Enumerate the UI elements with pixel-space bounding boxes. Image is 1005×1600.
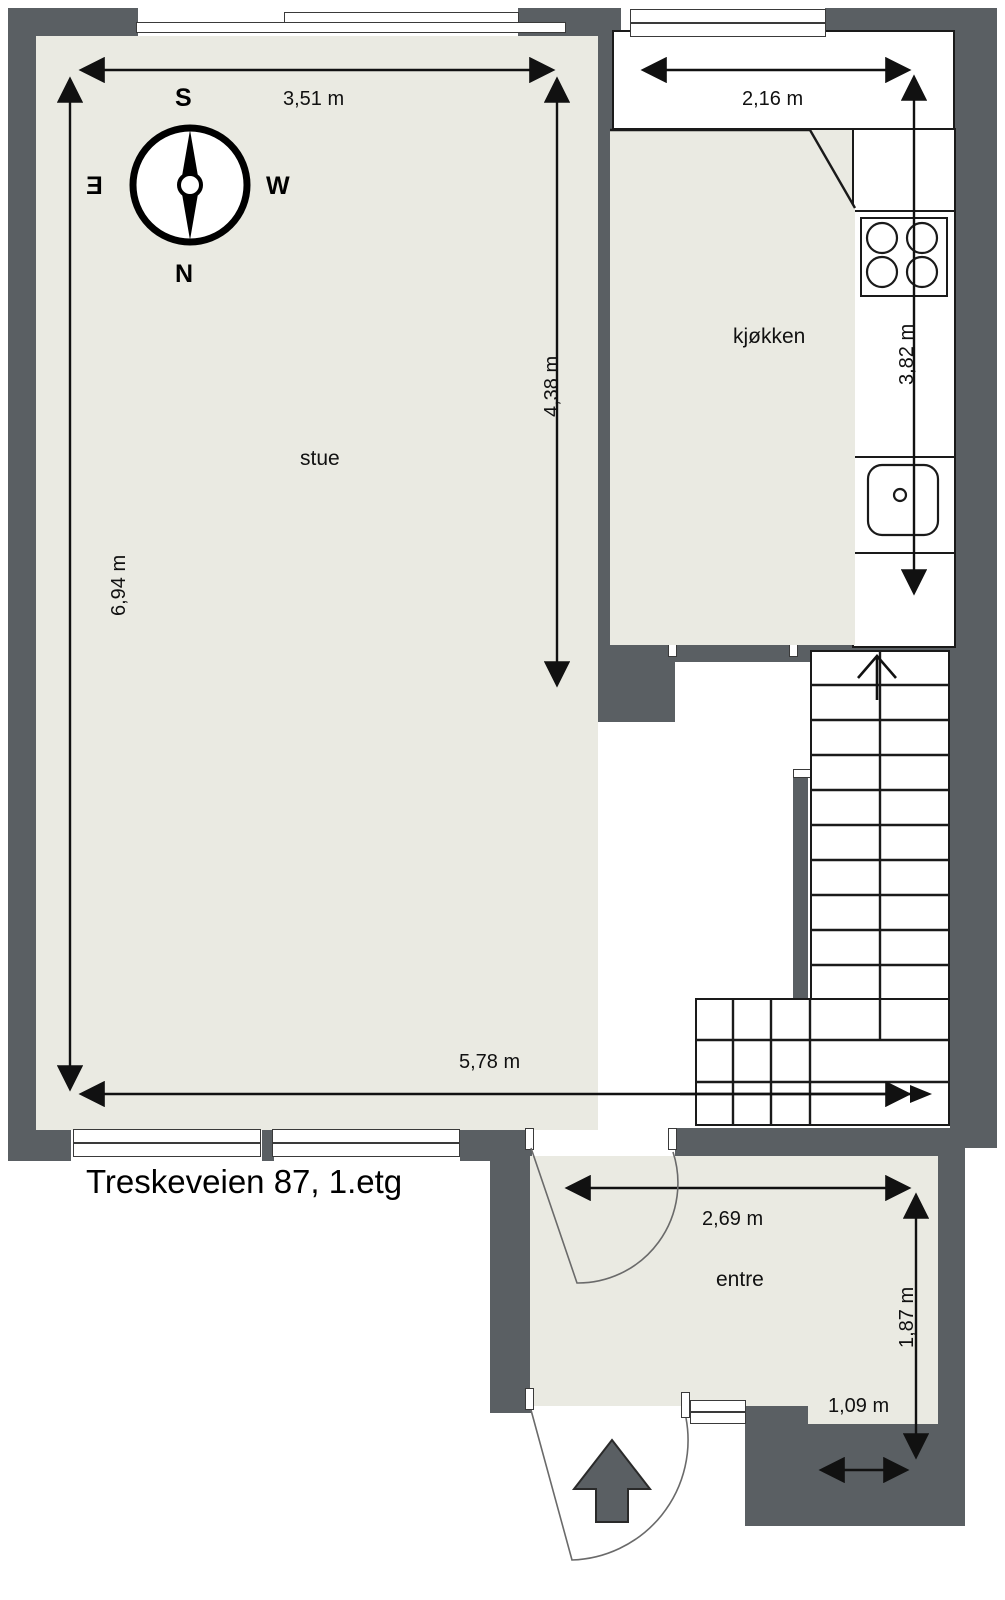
wall-left-outer bbox=[8, 8, 38, 1133]
door-jamb-kjokken-right bbox=[789, 639, 798, 657]
staircase-landing bbox=[695, 998, 950, 1126]
window-stue-top-a bbox=[136, 22, 566, 33]
page-title: Treskeveien 87, 1.etg bbox=[86, 1163, 403, 1200]
dim-text-stue-height-inner: 4,38 m bbox=[541, 355, 563, 417]
compass-rose bbox=[110, 120, 270, 250]
wall-right-outer bbox=[950, 8, 997, 1148]
window-stue-bottom-2-a bbox=[272, 1129, 460, 1143]
window-kjokken-top-b bbox=[630, 23, 826, 37]
kitchen-cabinet-sink-cell bbox=[852, 456, 956, 554]
room-label-stue: stue bbox=[300, 447, 340, 470]
window-stue-bottom-1-b bbox=[73, 1143, 261, 1157]
wall-stair-left bbox=[793, 775, 808, 1010]
compass-label-east: E bbox=[86, 172, 103, 200]
dim-text-stue-width-top: 3,51 m bbox=[283, 88, 345, 110]
floor-stue bbox=[36, 36, 598, 1130]
door-jamb-kjokken-left bbox=[668, 639, 677, 657]
window-stue-bottom-1-a bbox=[73, 1129, 261, 1143]
door-jamb-entre-front-left bbox=[525, 1388, 534, 1410]
staircase bbox=[810, 650, 950, 1000]
wall-entre-top-right bbox=[675, 1128, 965, 1160]
door-jamb-entre-right bbox=[668, 1128, 677, 1150]
entrance-arrow bbox=[571, 1438, 653, 1523]
wall-bottom-stue-mid bbox=[262, 1128, 274, 1161]
dim-text-kjokken-height: 3,82 m bbox=[896, 323, 918, 385]
compass-pivot bbox=[177, 172, 203, 198]
window-entre-bottom-a bbox=[690, 1400, 746, 1412]
stove-cooktop bbox=[860, 217, 948, 297]
wall-stub-kjokken-bottom bbox=[595, 640, 675, 722]
dim-text-stue-width-bottom: 5,78 m bbox=[459, 1051, 521, 1073]
door-swing-entre-front bbox=[530, 1409, 689, 1561]
room-label-kjokken: kjøkken bbox=[733, 325, 806, 348]
window-kjokken-top-a bbox=[630, 9, 826, 23]
dim-text-kjokken-width: 2,16 m bbox=[742, 88, 804, 110]
dim-text-entre-width: 2,69 m bbox=[702, 1208, 764, 1230]
dim-text-entre-nook-width: 1,09 m bbox=[828, 1395, 890, 1417]
wall-entre-left bbox=[490, 1128, 532, 1413]
floor-kjokken bbox=[619, 130, 864, 642]
compass-label-south: S bbox=[175, 84, 192, 112]
door-jamb-stair-top bbox=[793, 769, 811, 778]
room-label-entre: entre bbox=[716, 1268, 764, 1291]
kitchen-counter-top bbox=[612, 30, 955, 130]
wall-bottom-left-stue bbox=[8, 1128, 71, 1161]
door-jamb-entre-front-right bbox=[681, 1392, 690, 1418]
kitchen-cabinet-lower bbox=[852, 552, 956, 648]
window-stue-bottom-2-b bbox=[272, 1143, 460, 1157]
dim-text-stue-height-left: 6,94 m bbox=[108, 554, 130, 616]
window-stue-top-b bbox=[284, 12, 519, 23]
compass-label-north: N bbox=[175, 260, 194, 288]
window-entre-bottom-b bbox=[690, 1412, 746, 1424]
compass-label-west: W bbox=[266, 172, 290, 200]
kitchen-cabinet-upper bbox=[852, 128, 956, 218]
door-jamb-entre-left bbox=[525, 1128, 534, 1150]
dim-text-entre-height: 1,87 m bbox=[896, 1286, 918, 1348]
